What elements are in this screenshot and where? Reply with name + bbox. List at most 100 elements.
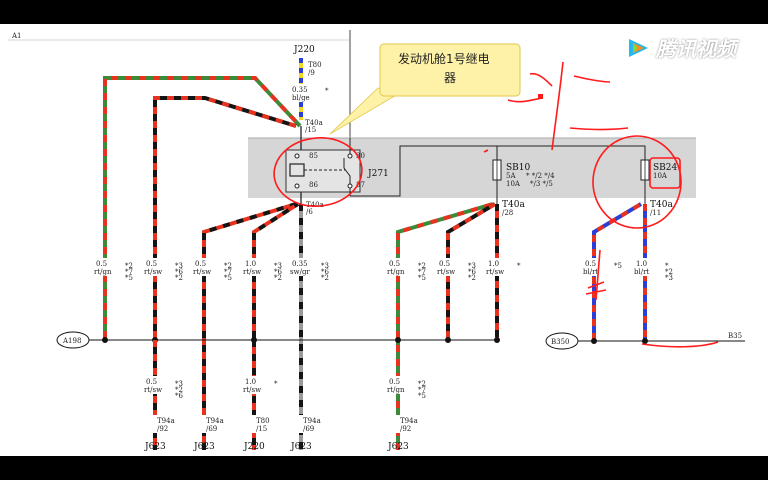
wire-note: *2 bbox=[224, 262, 232, 270]
wire-size: 0.5 bbox=[439, 260, 450, 268]
relay-pin-85: 85 bbox=[309, 152, 318, 160]
wire-note: *3 bbox=[274, 262, 282, 270]
lower-wire-color: rt/sw bbox=[144, 386, 162, 394]
terminal-bg bbox=[394, 415, 418, 433]
t40a-28-name: T40a bbox=[502, 200, 525, 210]
t40a-11-pin: /11 bbox=[650, 209, 661, 217]
a198-label: A198 bbox=[62, 337, 81, 345]
lower-wire-labels: 0.5rt/sw*3*2*61.0rt/sw*0.5rt/gn*2*7*5 bbox=[144, 376, 426, 400]
wire-note: *5 bbox=[125, 274, 133, 282]
relay-pin-top: /15 bbox=[305, 126, 316, 134]
wire-size: 0.35 bbox=[292, 260, 308, 268]
wire-label-bg bbox=[387, 258, 409, 276]
wire-note: *2 bbox=[321, 274, 329, 282]
wire-labels: 0.5rt/gn*2*7*50.5rt/sw*3*6*20.5rt/sw*2*7… bbox=[94, 258, 673, 282]
relay-pin-87: 87 bbox=[356, 181, 365, 189]
left-harness bbox=[103, 76, 303, 450]
lower-wire-size: 0.5 bbox=[389, 378, 400, 386]
relay-t40a-bot: T40a bbox=[306, 201, 324, 209]
wire-size: 0.5 bbox=[195, 260, 206, 268]
wire-color: rt/sw bbox=[144, 268, 162, 276]
wire-color: rt/sw bbox=[437, 268, 455, 276]
b350-label: B350 bbox=[551, 338, 570, 346]
ink-dot bbox=[538, 94, 543, 99]
wire-note: *2 bbox=[175, 274, 183, 282]
wire-note: *2 bbox=[274, 274, 282, 282]
ink-annotations bbox=[273, 61, 719, 348]
wire-size: 0.5 bbox=[146, 260, 157, 268]
terminal-unit: J220 bbox=[243, 442, 265, 452]
terminal-connector: T94a bbox=[400, 417, 418, 425]
sb10-rating2: 10A bbox=[506, 180, 521, 188]
wire-note: *2 bbox=[665, 268, 673, 276]
relay-t40a-top: T40a bbox=[305, 119, 323, 127]
terminal-pin: /92 bbox=[400, 425, 411, 433]
wiring-diagram: A1 J220 T80 /9 0.35 bl/ge * T40a /15 bbox=[8, 30, 745, 452]
relay-pin-86: 86 bbox=[309, 181, 318, 189]
terminal-bg bbox=[250, 415, 274, 433]
callout-line-1: 发动机舱1号继电 bbox=[398, 51, 490, 66]
wire-size: 0.5 bbox=[389, 260, 400, 268]
wire-note: *2 bbox=[468, 274, 476, 282]
wire-label-bg bbox=[486, 258, 508, 276]
t40a-11-name: T40a bbox=[650, 200, 673, 210]
wire-label-bg bbox=[193, 258, 215, 276]
relay-callout bbox=[329, 43, 521, 135]
lower-wire-size: 0.5 bbox=[146, 378, 157, 386]
sb10-rating1: 5A bbox=[506, 172, 516, 180]
wire-color: rt/gn bbox=[94, 268, 112, 276]
wire-color: rt/gn bbox=[387, 268, 405, 276]
wire-color: rt/sw bbox=[243, 268, 261, 276]
wire-label-bg bbox=[243, 376, 265, 394]
relay-name: J271 bbox=[367, 169, 389, 179]
sb10-notes1: * */2 */4 bbox=[526, 172, 555, 180]
wire-note: * bbox=[517, 262, 521, 270]
terminal-connector: T80 bbox=[256, 417, 270, 425]
lower-wire-note: *2 bbox=[175, 386, 183, 394]
wire-note: *6 bbox=[321, 268, 330, 276]
wire-size: 1.0 bbox=[636, 260, 647, 268]
lower-wire-note: *6 bbox=[175, 392, 184, 400]
wire-note: *7 bbox=[224, 268, 232, 276]
top-wire-note: * bbox=[325, 87, 329, 95]
terminal-connector: T94a bbox=[206, 417, 224, 425]
lower-wire-note: *2 bbox=[418, 380, 426, 388]
lower-wire-note: * bbox=[274, 380, 278, 388]
top-wire-size: 0.35 bbox=[292, 86, 308, 94]
terminal-labels: T94a/92J623T94a/69J623T80/15J220T94a/69J… bbox=[144, 415, 418, 452]
wire-label-bg bbox=[94, 258, 116, 276]
wire-note: *7 bbox=[418, 268, 426, 276]
terminal-connector: T94a bbox=[303, 417, 321, 425]
lower-wire-note: *5 bbox=[418, 392, 426, 400]
wire-label-bg bbox=[437, 258, 459, 276]
lower-wire-note: *7 bbox=[418, 386, 426, 394]
brand-name: 腾讯视频 bbox=[656, 37, 736, 61]
fuse-sb24 bbox=[640, 159, 650, 204]
wire-size: 0.5 bbox=[96, 260, 107, 268]
wire-color: bl/rt bbox=[634, 268, 649, 276]
wiring-diagram-sheet: A1 J220 T80 /9 0.35 bl/ge * T40a /15 bbox=[0, 24, 768, 456]
t80-label: T80 bbox=[308, 61, 322, 69]
b35-label: B35 bbox=[728, 332, 742, 340]
wire-note: *3 bbox=[665, 274, 673, 282]
wire-label-bg bbox=[144, 376, 166, 394]
wire-color: bl/rt bbox=[583, 268, 598, 276]
sb24-name: SB24 bbox=[653, 163, 678, 173]
a198-connector bbox=[56, 331, 90, 349]
terminal-bg bbox=[151, 415, 175, 433]
terminal-pin: /69 bbox=[303, 425, 314, 433]
wire-note: *3 bbox=[175, 262, 183, 270]
wire-note: *5 bbox=[418, 274, 426, 282]
wire-note: *2 bbox=[125, 262, 133, 270]
terminal-unit: J623 bbox=[387, 442, 409, 452]
middle-harness bbox=[396, 202, 499, 450]
sb10-name: SB10 bbox=[506, 163, 531, 173]
relay-pin-30: 30 bbox=[356, 152, 365, 160]
wire-size: 1.0 bbox=[488, 260, 499, 268]
lower-wire-note: *3 bbox=[175, 380, 183, 388]
lower-wire-color: rt/gn bbox=[387, 386, 405, 394]
t80-pin: /9 bbox=[308, 69, 315, 77]
wire-note: *6 bbox=[468, 268, 477, 276]
terminal-unit: J623 bbox=[144, 442, 166, 452]
lower-wire-size: 1.0 bbox=[245, 378, 256, 386]
